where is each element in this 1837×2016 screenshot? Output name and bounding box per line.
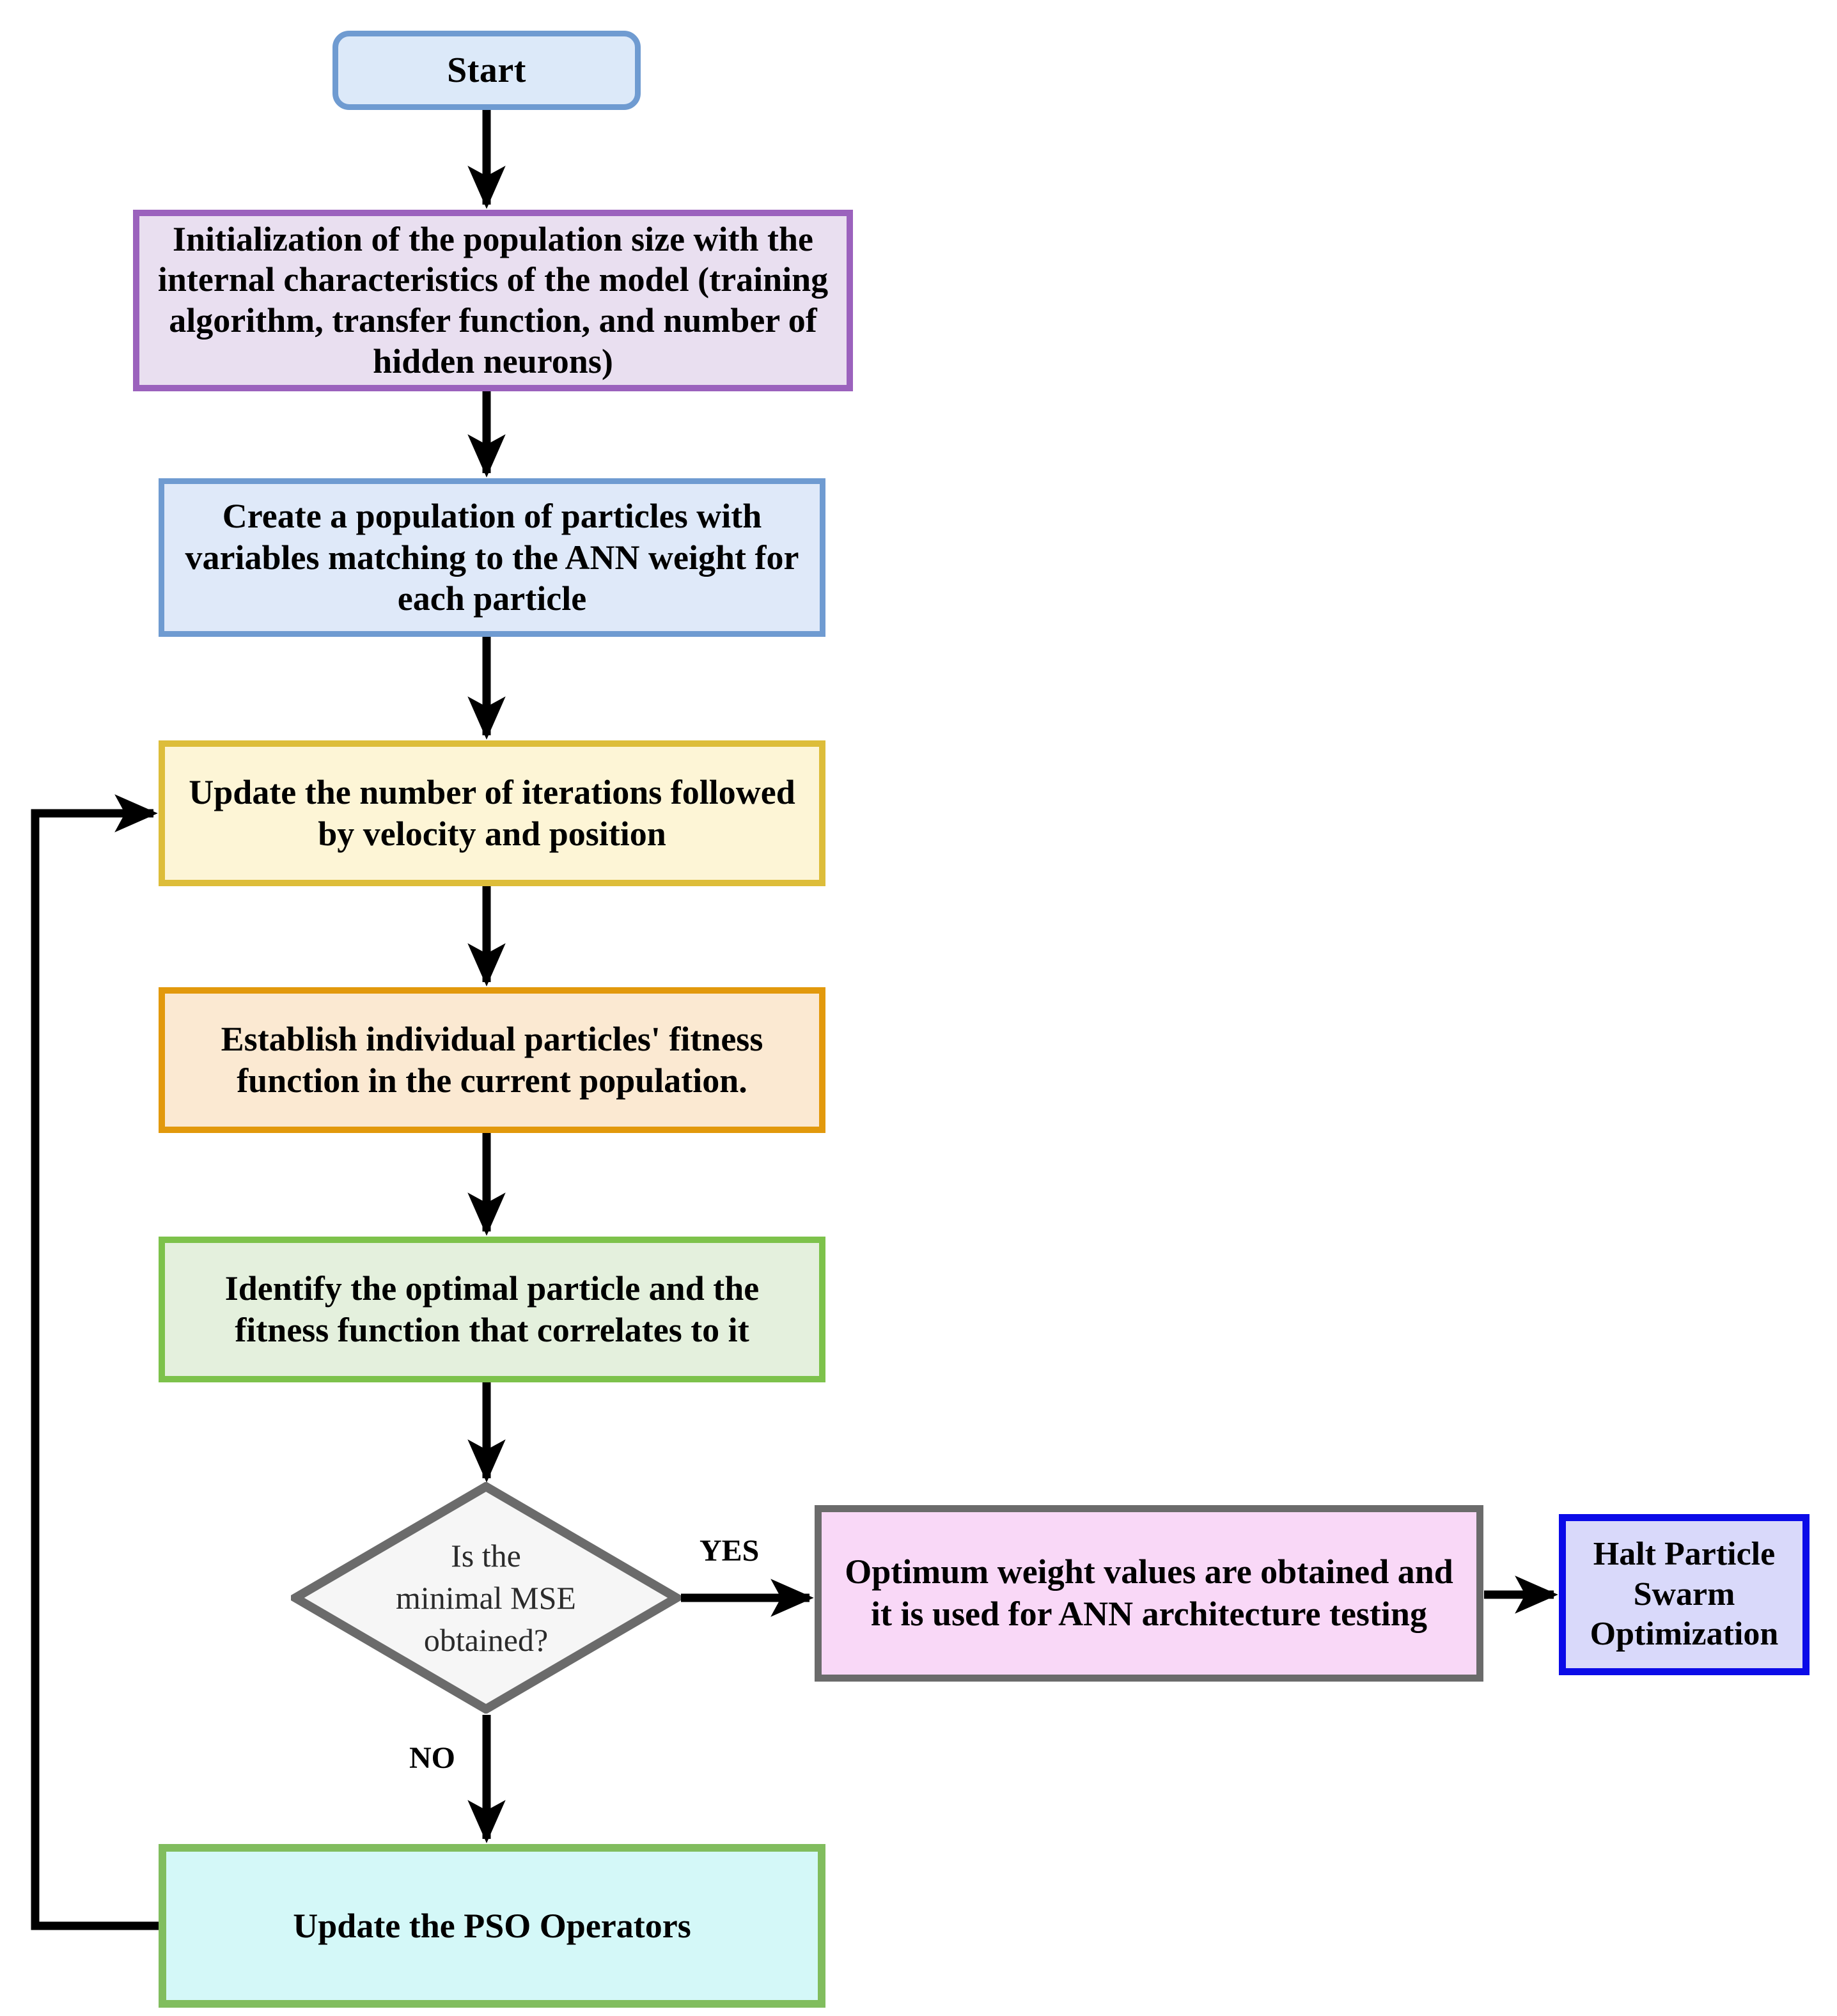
node-start-label: Start xyxy=(447,51,526,90)
node-establish-fitness-label: Establish individual particles' fitness … xyxy=(221,1020,763,1100)
node-start[interactable]: Start xyxy=(332,31,641,110)
node-update-iterations-label: Update the number of iterations followed… xyxy=(189,773,795,853)
node-identify-optimal[interactable]: Identify the optimal particle and the fi… xyxy=(159,1237,825,1382)
node-halt-pso-label: Halt Particle Swarm Optimization xyxy=(1590,1536,1779,1653)
edge-label-yes: YES xyxy=(700,1534,760,1568)
node-create-population-label: Create a population of particles with va… xyxy=(185,496,799,618)
node-establish-fitness[interactable]: Establish individual particles' fitness … xyxy=(159,987,825,1133)
node-update-pso-operators[interactable]: Update the PSO Operators xyxy=(159,1844,825,2008)
diamond-shape-icon xyxy=(291,1482,681,1714)
node-update-iterations[interactable]: Update the number of iterations followed… xyxy=(159,740,825,886)
edge-label-no: NO xyxy=(409,1741,455,1775)
node-initialization-label: Initialization of the population size wi… xyxy=(157,219,829,380)
node-update-pso-operators-label: Update the PSO Operators xyxy=(293,1906,691,1945)
node-optimum-weight[interactable]: Optimum weight values are obtained and i… xyxy=(815,1505,1483,1682)
node-optimum-weight-label: Optimum weight values are obtained and i… xyxy=(845,1552,1453,1633)
node-create-population[interactable]: Create a population of particles with va… xyxy=(159,478,825,637)
node-decision-label: Is the minimal MSE obtained? xyxy=(396,1538,576,1658)
node-halt-pso[interactable]: Halt Particle Swarm Optimization xyxy=(1559,1514,1810,1675)
node-decision-minimal-mse[interactable]: Is the minimal MSE obtained? xyxy=(291,1482,681,1714)
node-identify-optimal-label: Identify the optimal particle and the fi… xyxy=(224,1269,760,1349)
edge-feedback-loop xyxy=(31,794,159,1930)
node-initialization[interactable]: Initialization of the population size wi… xyxy=(133,210,853,391)
